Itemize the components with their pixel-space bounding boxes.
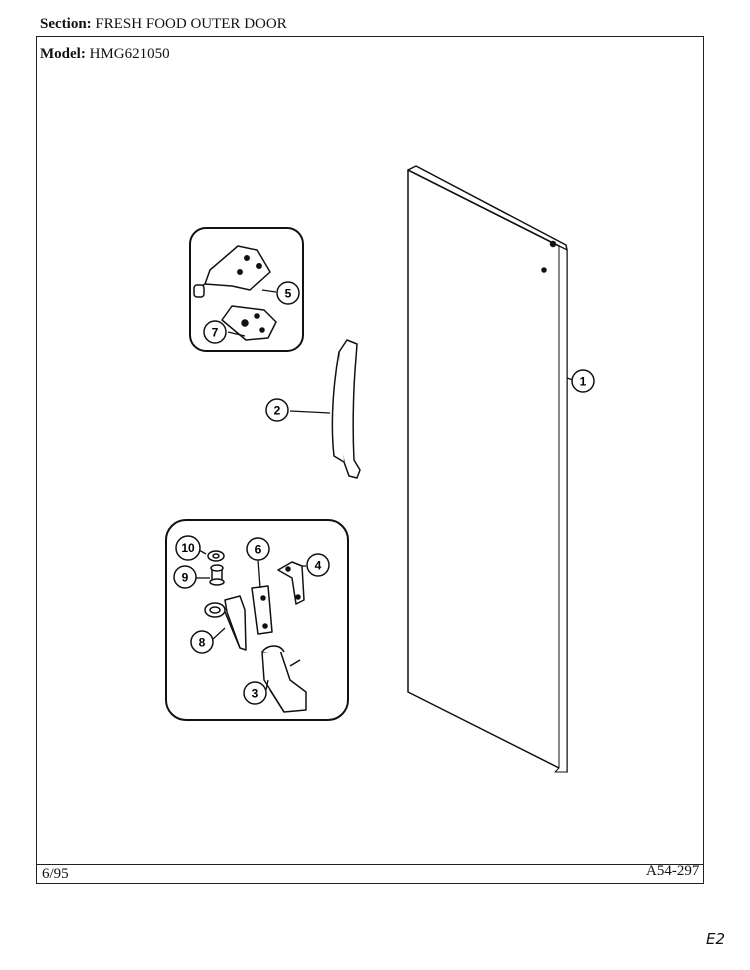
callout-5: 5	[276, 281, 300, 305]
svg-text:2: 2	[274, 404, 281, 418]
door-stop-bracket	[277, 561, 305, 605]
callout-1: 1	[571, 369, 595, 393]
diagram-frame	[36, 36, 704, 884]
hinge-bearing-block	[261, 645, 307, 713]
callout-2: 2	[265, 398, 289, 422]
model-label: Model:	[40, 46, 86, 62]
callout-9: 9	[173, 565, 197, 589]
hinge-plate-upper	[193, 245, 271, 298]
washer	[207, 550, 225, 562]
svg-text:4: 4	[315, 559, 322, 573]
hinge-plate-lower	[221, 305, 277, 341]
section-label: Section:	[40, 16, 92, 32]
model-header: Model: HMG621050	[40, 46, 170, 63]
hinge-pin	[209, 564, 225, 586]
corner-mark: E2	[706, 930, 726, 948]
section-value: FRESH FOOD OUTER DOOR	[95, 16, 287, 32]
footer-divider	[36, 864, 704, 865]
svg-text:9: 9	[182, 571, 189, 585]
svg-text:5: 5	[285, 287, 292, 301]
svg-text:7: 7	[212, 326, 219, 340]
callout-8: 8	[190, 630, 214, 654]
model-value: HMG621050	[89, 46, 170, 62]
door-handle	[331, 339, 361, 479]
svg-text:10: 10	[181, 541, 195, 555]
shim-plate	[251, 585, 273, 635]
hinge-bracket	[204, 595, 247, 651]
svg-text:8: 8	[199, 636, 206, 650]
svg-text:3: 3	[252, 687, 259, 701]
svg-text:1: 1	[580, 375, 587, 389]
footer-date: 6/95	[42, 866, 69, 882]
callout-7: 7	[203, 320, 227, 344]
leader-lines	[196, 289, 574, 691]
callout-10: 10	[175, 535, 201, 561]
upper-hinge-inset	[189, 227, 304, 352]
part-callouts: 1 2 3 4 5 6 7 8	[173, 281, 595, 705]
footer-code: A54-297	[646, 863, 700, 879]
callout-3: 3	[243, 681, 267, 705]
callout-4: 4	[306, 553, 330, 577]
callout-6: 6	[246, 537, 270, 561]
section-header: Section: FRESH FOOD OUTER DOOR	[40, 16, 287, 33]
svg-text:6: 6	[255, 543, 262, 557]
door-panel	[407, 165, 568, 773]
